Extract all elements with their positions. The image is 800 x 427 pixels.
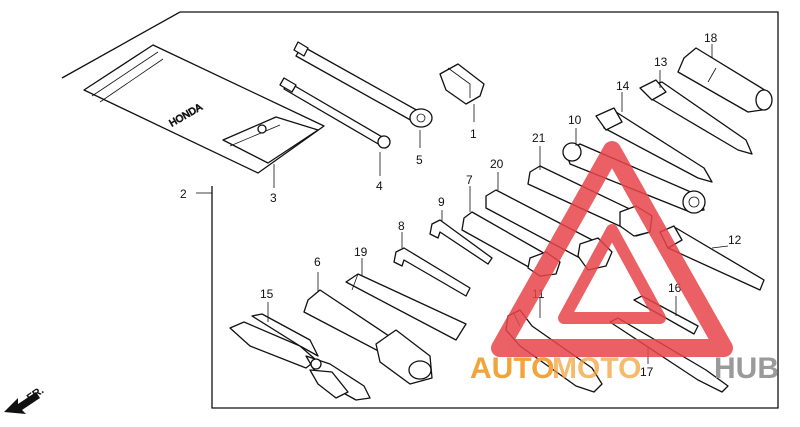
spark-plug-wrench-6 <box>303 289 433 385</box>
open-wrench-13 <box>639 79 753 155</box>
diagram-frame <box>61 11 779 409</box>
socket-adapter-1 <box>439 63 485 105</box>
tool-bag: HONDA <box>83 44 325 174</box>
hex-key-8 <box>393 247 471 297</box>
callout-18: 18 <box>704 31 718 45</box>
callout-9: 9 <box>438 195 445 209</box>
watermark-triangle-icon <box>491 141 733 357</box>
front-arrow-icon: FR. <box>4 384 46 414</box>
watermark-text-moto: MOTO <box>552 352 641 385</box>
callout-5: 5 <box>416 153 423 167</box>
watermark-text-hub: HUB <box>714 352 779 385</box>
box-wrench-18 <box>677 47 773 113</box>
pliers-15 <box>229 313 371 401</box>
callout-17: 17 <box>640 365 654 379</box>
callout-12: 12 <box>728 233 742 247</box>
watermark-logo <box>491 141 733 357</box>
watermark-text-auto: AUTO <box>470 352 554 385</box>
callout-3: 3 <box>270 191 277 205</box>
callout-4: 4 <box>376 179 383 193</box>
callout-1: 1 <box>470 127 477 141</box>
callout-10: 10 <box>568 113 582 127</box>
hex-key-9 <box>429 219 493 265</box>
callout-2: 2 <box>180 187 187 201</box>
callout-14: 14 <box>616 79 630 93</box>
callout-7: 7 <box>466 173 473 187</box>
handle-bar-19 <box>345 273 467 341</box>
callout-20: 20 <box>490 157 504 171</box>
callout-21: 21 <box>532 131 546 145</box>
open-wrench-14 <box>595 107 713 183</box>
extension-bar-5 <box>293 41 433 128</box>
callout-8: 8 <box>398 219 405 233</box>
callout-19: 19 <box>354 245 368 259</box>
callout-13: 13 <box>654 55 668 69</box>
callout-15: 15 <box>260 287 274 301</box>
callout-6: 6 <box>314 255 321 269</box>
extension-bar-4 <box>279 77 391 149</box>
